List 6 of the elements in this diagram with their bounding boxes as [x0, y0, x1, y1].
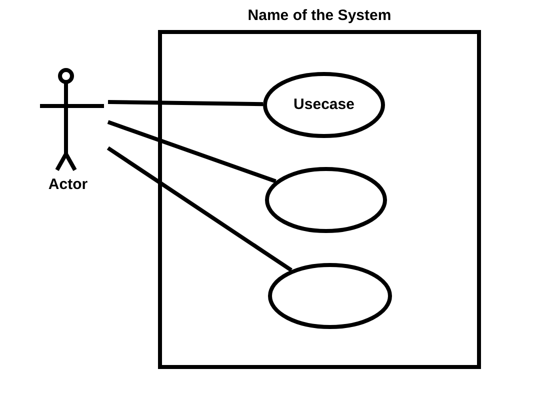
association-line: [107, 120, 276, 184]
actor-label: Actor: [47, 176, 89, 193]
association-line: [108, 100, 264, 106]
use-case-label: Usecase: [292, 96, 356, 113]
system-title: Name of the System: [246, 7, 392, 24]
association-line: [106, 146, 292, 272]
